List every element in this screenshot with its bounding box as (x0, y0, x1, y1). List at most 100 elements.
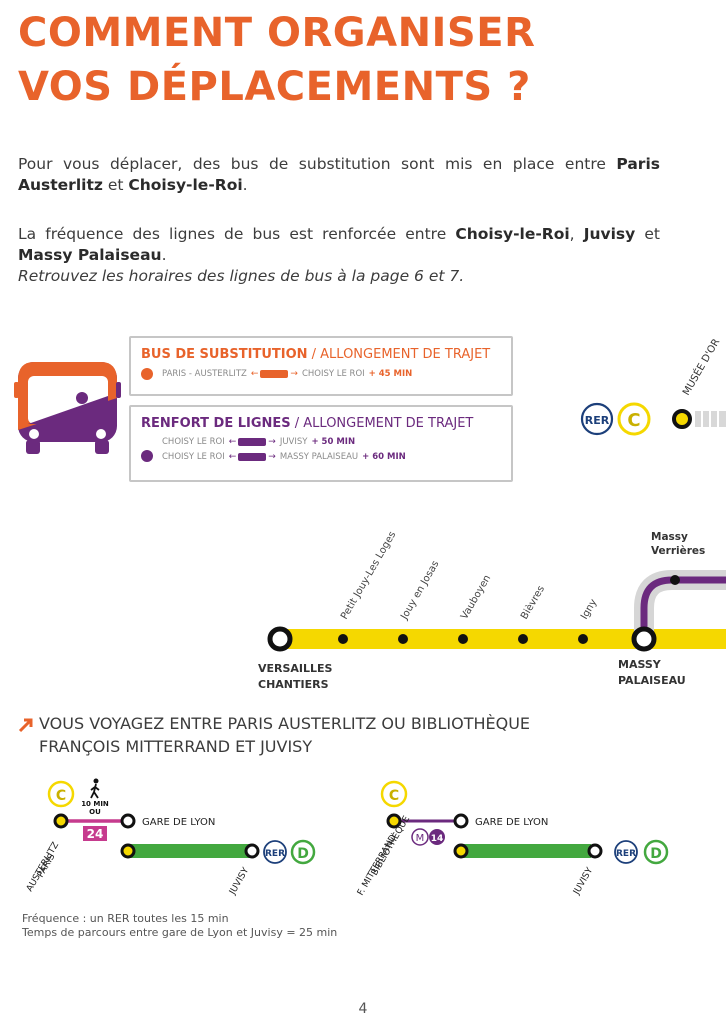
intro-text: , (569, 225, 584, 243)
heading-strong: RENFORT DE LIGNES (141, 416, 291, 431)
station-bievres (518, 634, 528, 644)
bus-badge-icon (141, 368, 153, 380)
bus-arrow-icon: ←→ (228, 437, 276, 447)
station-label-massy-verrieres-1: Massy (651, 531, 688, 543)
route-from: CHOISY LE ROI (162, 437, 225, 447)
station-massy-verrieres (670, 575, 680, 585)
renfort-lines: CHOISY LE ROI ←→ JUVISY + 50 MIN CHOISY … (131, 437, 511, 462)
rer-c-line (280, 629, 726, 649)
intro-station: Paris Austerlitz (18, 155, 660, 194)
route-time: + 50 MIN (311, 437, 356, 447)
station-label-vauboyen: Vauboyen (459, 573, 493, 621)
station-label-igny: Igny (579, 597, 599, 621)
rer-badge-label: RER (585, 414, 610, 427)
frequency-note: Fréquence : un RER toutes les 15 min (22, 912, 229, 925)
station-label-massy-verrieres-2: Verrières (651, 545, 705, 557)
route-to: MASSY PALAISEAU (279, 452, 359, 462)
intro-text: . (242, 176, 248, 194)
renfort-heading: RENFORT DE LIGNES / ALLONGEMENT DE TRAJE… (141, 416, 511, 431)
station-label-petit-jouy: Petit Jouy-Les Loges (339, 530, 398, 622)
route-right: C GARE DE LYON M 14 RER D BIBLIOTHÈQUE F… (356, 780, 669, 898)
station-label-bievres: Bièvres (518, 583, 547, 621)
renfort-line-2: CHOISY LE ROI ←→ MASSY PALAISEAU + 60 MI… (162, 452, 511, 462)
page-title: COMMENT ORGANISER VOS DÉPLACEMENTS ? (18, 6, 535, 114)
page-title-line-1: COMMENT ORGANISER (18, 10, 536, 56)
heading-strong: BUS DE SUBSTITUTION (141, 347, 308, 362)
section-heading-line-2: FRANÇOIS MITTERRAND ET JUVISY (39, 737, 313, 756)
intro-paragraph-3: Retrouvez les horaires des lignes de bus… (18, 266, 660, 287)
renfort-line-1: CHOISY LE ROI ←→ JUVISY + 50 MIN (162, 437, 511, 447)
bus-number-badge: 24 (87, 827, 104, 841)
line-c-label: C (56, 788, 66, 804)
intro-text: et (102, 176, 129, 194)
walking-person-icon (90, 778, 100, 799)
bus-badge-icon (141, 450, 153, 462)
intro-paragraph-1: Pour vous déplacer, des bus de substitut… (18, 154, 660, 196)
bus-arrow-icon: ←→ (228, 452, 276, 462)
route-from: CHOISY LE ROI (162, 452, 225, 462)
station-label-paris-2: AUSTERLITZ (25, 841, 61, 894)
station-jouy-en-josas (398, 634, 408, 644)
route-left: C 10 MIN OU 24 GARE DE LYON RER D PARIS … (25, 778, 316, 898)
intro-text: La fréquence des lignes de bus est renfo… (18, 225, 456, 243)
intro-station: Choisy-le-Roi (455, 225, 570, 243)
frequency-notes: Fréquence : un RER toutes les 15 min Tem… (22, 912, 337, 940)
station-massy-palaiseau (631, 626, 657, 652)
route-from: PARIS - AUSTERLITZ (162, 369, 247, 379)
station-label-jouy: Jouy en Josas (399, 559, 442, 622)
rer-c-indicator: RER C (580, 402, 651, 436)
bus-substitution-box: BUS DE SUBSTITUTION / ALLONGEMENT DE TRA… (129, 336, 513, 396)
station-igny (578, 634, 588, 644)
station-petit-jouy (338, 634, 348, 644)
bus-icon (14, 362, 121, 454)
line-d-label: D (297, 846, 309, 862)
heading-rest: / ALLONGEMENT DE TRAJET (307, 347, 491, 362)
walk-time: 10 MIN (81, 800, 109, 808)
route-to: JUVISY (279, 437, 308, 447)
station-label-gare-de-lyon: GARE DE LYON (142, 817, 215, 828)
intro-station: Juvisy (583, 225, 636, 243)
station-musee-dorsay (672, 409, 692, 429)
line-d-label: D (650, 846, 662, 862)
station-label-versailles-2: CHANTIERS (258, 678, 329, 691)
station-label-musee: MUSÉE D'OR (679, 336, 722, 397)
intro-text: Pour vous déplacer, des bus de substitut… (18, 155, 617, 173)
station-versailles-chantiers (267, 626, 293, 652)
route-time: + 60 MIN (362, 452, 406, 462)
station-label-massy-pal-2: PALAISEAU (618, 674, 686, 687)
station-vauboyen (458, 634, 468, 644)
intro-text: et (635, 225, 661, 243)
route-time: + 45 MIN (368, 369, 413, 379)
schedule-reference: Retrouvez les horaires des lignes de bus… (18, 267, 465, 285)
renfort-lignes-box: RENFORT DE LIGNES / ALLONGEMENT DE TRAJE… (129, 405, 513, 482)
duration-note: Temps de parcours entre gare de Lyon et … (22, 926, 338, 939)
station-label-massy-pal-1: MASSY (618, 658, 662, 671)
walk-or: OU (89, 808, 101, 816)
intro-station: Choisy-le-Roi (128, 176, 243, 194)
heading-rest: / ALLONGEMENT DE TRAJET (290, 416, 474, 431)
station-label-juvisy: JUVISY (227, 866, 251, 898)
station-label-juvisy: JUVISY (571, 866, 595, 898)
arrow-up-right-icon (18, 718, 33, 733)
bus-substitution-line: PARIS - AUSTERLITZ ←→ CHOISY LE ROI + 45… (141, 368, 511, 380)
metro-m-label: M (416, 833, 425, 844)
station-label-bib-2: F. MITTERRAND (356, 833, 399, 897)
bus-arrow-icon: ←→ (250, 369, 298, 379)
rer-badge-label: RER (265, 849, 285, 859)
section-heading: VOUS VOYAGEZ ENTRE PARIS AUSTERLITZ OU B… (18, 712, 530, 758)
bus-substitution-heading: BUS DE SUBSTITUTION / ALLONGEMENT DE TRA… (141, 347, 511, 362)
line-c-label: C (627, 410, 640, 431)
intro-station: Massy Palaiseau (18, 246, 162, 264)
station-label-versailles-1: VERSAILLES (258, 662, 333, 675)
page-number: 4 (358, 1001, 368, 1017)
rer-badge-label: RER (616, 849, 636, 859)
intro-paragraph-2: La fréquence des lignes de bus est renfo… (18, 224, 660, 266)
metro-14-label: 14 (431, 834, 444, 844)
line-c-label: C (389, 788, 399, 804)
route-to: CHOISY LE ROI (301, 369, 365, 379)
page-title-line-2: VOS DÉPLACEMENTS ? (18, 64, 531, 110)
station-label-gare-de-lyon: GARE DE LYON (475, 817, 548, 828)
grey-track (634, 570, 726, 636)
section-heading-line-1: VOUS VOYAGEZ ENTRE PARIS AUSTERLITZ OU B… (39, 714, 531, 733)
